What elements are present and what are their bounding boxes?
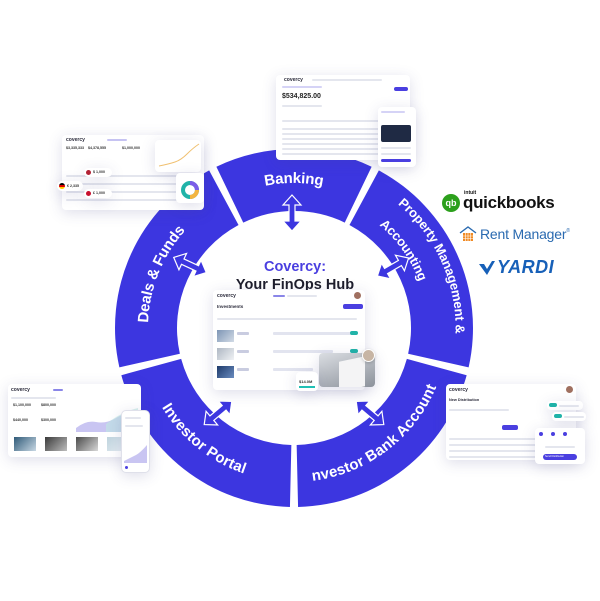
yardi-logo: YARDI [479, 257, 554, 278]
flag-eur-value: € 2,335 [67, 184, 79, 188]
hub-tagline: Your FinOps Hub [235, 277, 355, 293]
banking-screen-logo: covercy [284, 77, 303, 83]
portal-screen-logo: covercy [11, 387, 30, 393]
deals-donut-chart [181, 181, 199, 199]
yardi-mark-icon [479, 260, 495, 275]
portal-stat-1: $1,100,000 [13, 403, 31, 407]
ring-segment-property-management [349, 170, 474, 368]
yardi-label: YARDI [497, 257, 555, 277]
hub-screen-logo: covercy [217, 293, 236, 299]
arrow-investor-portal-icon [203, 400, 233, 426]
arrow-banking-icon [281, 194, 303, 232]
deals-chart-card [155, 140, 201, 172]
deals-screen-logo: covercy [66, 137, 85, 143]
deals-donut-card [176, 173, 204, 203]
banking-balance: $534,825.00 [282, 93, 321, 100]
portal-stat-3: $440,000 [13, 418, 28, 422]
ring-segment-deals-funds [114, 170, 239, 368]
distribution-title: New Distribution [449, 398, 480, 402]
flag-usd-value: $ 1,000 [93, 170, 105, 174]
portal-stat-2: $800,000 [41, 403, 56, 407]
distribution-toggle-2 [552, 412, 586, 421]
distribution-toggle-1 [547, 401, 583, 410]
deals-line-chart [158, 143, 200, 167]
intuit-label: intuit [464, 190, 477, 196]
send-distribution-button[interactable]: Send Distribution [545, 455, 565, 458]
hub-brand: Covercy: [263, 259, 327, 275]
ring-segment-investor-bank-accounts [296, 358, 467, 507]
hub-screen-title: Investments [217, 304, 244, 309]
flag-gbp-value: £ 1,000 [93, 191, 105, 195]
hub-user-avatar [362, 349, 375, 362]
rent-manager-trademark: ® [566, 228, 571, 234]
distribution-steps-card: Send Distribution [535, 428, 585, 464]
arrow-investor-bank-icon [355, 400, 385, 426]
flag-usd-chip: $ 1,000 [84, 168, 112, 177]
hub-stat-card: $14.0M [296, 372, 318, 391]
rent-manager-house-icon [459, 226, 477, 241]
portal-stat-4: $300,000 [41, 418, 56, 422]
hub-title: Covercy: Your FinOps Hub [200, 258, 390, 294]
deals-stat-2: $4,378,555 [88, 146, 106, 150]
quickbooks-logo: qb intuit quickbooks [442, 190, 555, 213]
arrow-deals-icon [172, 252, 208, 278]
rent-manager-logo: Rent Manager ® [459, 226, 570, 242]
flag-gbp-chip: £ 1,000 [84, 189, 112, 198]
rent-manager-label: Rent Manager [480, 226, 567, 242]
deals-stat-3: $1,000,000 [122, 146, 140, 150]
arrow-property-icon [376, 254, 410, 280]
ring-segment-banking [216, 149, 372, 223]
deals-stat-1: $3,335,333 [66, 146, 84, 150]
portal-mobile-screen [121, 410, 150, 473]
hub-stat-value: $14.0M [299, 379, 313, 384]
hub-avatar [354, 292, 361, 299]
banking-card-panel [378, 107, 416, 167]
ring-segment-investor-portal [121, 358, 292, 507]
flag-eur-chip: € 2,335 [57, 181, 83, 191]
quickbooks-label: quickbooks [463, 193, 555, 212]
quickbooks-icon: qb [442, 194, 460, 212]
distribution-screen-logo: covercy [449, 387, 468, 393]
